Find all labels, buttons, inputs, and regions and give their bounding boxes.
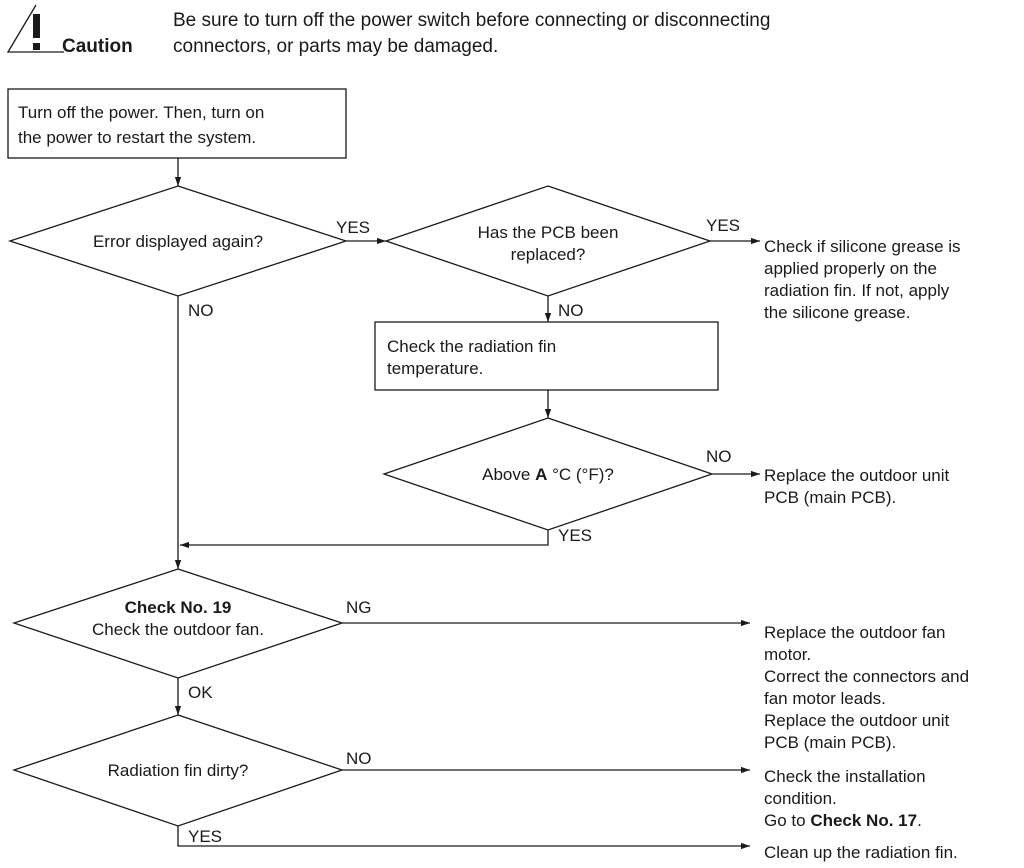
decision-above-temperature: Above A °C (°F)?	[381, 417, 715, 531]
label-yes-dirty: YES	[188, 827, 222, 846]
action-install-line1: Check the installation	[764, 767, 926, 786]
label-no-error: NO	[188, 301, 214, 320]
action-install-line2: condition.	[764, 789, 837, 808]
box-check-temperature: Check the radiation fin temperature.	[374, 321, 719, 391]
label-no-dirty: NO	[346, 749, 372, 768]
decision-pcb-replaced: Has the PCB been replaced?	[383, 185, 713, 297]
caution-text-line1: Be sure to turn off the power switch bef…	[173, 10, 770, 31]
label-yes-pcb: YES	[706, 216, 740, 235]
action-install-line3: Go to Check No. 17.	[764, 811, 922, 830]
action-fan-line5: Replace the outdoor unit	[764, 711, 950, 730]
box-temp-line2: temperature.	[387, 359, 483, 378]
action-grease-line4: the silicone grease.	[764, 303, 910, 322]
action-silicone-grease: Check if silicone grease is applied prop…	[764, 237, 961, 322]
decision-fin-dirty: Radiation fin dirty?	[11, 714, 345, 827]
warning-triangle-icon	[6, 4, 64, 53]
label-ok-fan: OK	[188, 683, 213, 702]
action-replace-pcb-line1: Replace the outdoor unit	[764, 466, 950, 485]
arrow-temp-yes	[180, 530, 549, 549]
decision-pcb-line2: replaced?	[511, 245, 586, 264]
action-grease-line2: applied properly on the	[764, 259, 937, 278]
decision-pcb-line1: Has the PCB been	[478, 223, 619, 242]
label-ng-fan: NG	[346, 598, 372, 617]
start-text-line1: Turn off the power. Then, turn on	[18, 103, 264, 122]
label-yes-temp: YES	[558, 526, 592, 545]
action-replace-pcb-line2: PCB (main PCB).	[764, 488, 896, 507]
label-no-pcb: NO	[558, 301, 584, 320]
action-fan-line6: PCB (main PCB).	[764, 733, 896, 752]
decision-error-text: Error displayed again?	[93, 232, 263, 251]
label-no-temp: NO	[706, 447, 732, 466]
decision-fan-line1: Check No. 19	[125, 598, 232, 617]
action-clean-fin: Clean up the radiation fin.	[764, 843, 958, 862]
flow-connectors	[174, 158, 760, 850]
start-box: Turn off the power. Then, turn on the po…	[7, 88, 347, 159]
decision-fan-line2: Check the outdoor fan.	[92, 620, 264, 639]
caution-label: Caution	[62, 36, 133, 57]
action-fan-line2: motor.	[764, 645, 811, 664]
action-fan-line1: Replace the outdoor fan	[764, 623, 945, 642]
action-grease-line1: Check if silicone grease is	[764, 237, 961, 256]
arrow-dirty-yes	[177, 826, 750, 850]
action-installation: Check the installation condition. Go to …	[764, 767, 926, 830]
caution-text-line2: connectors, or parts may be damaged.	[173, 36, 498, 57]
decision-check-fan: Check No. 19 Check the outdoor fan.	[11, 568, 345, 679]
label-yes-error: YES	[336, 218, 370, 237]
action-fan-motor: Replace the outdoor fan motor. Correct t…	[764, 623, 969, 752]
decision-dirty-text: Radiation fin dirty?	[108, 761, 249, 780]
start-text-line2: the power to restart the system.	[18, 128, 256, 147]
action-fan-line3: Correct the connectors and	[764, 667, 969, 686]
decision-temp-text: Above A °C (°F)?	[482, 465, 614, 484]
caution-notice: Caution Be sure to turn off the power sw…	[6, 4, 770, 57]
action-fan-line4: fan motor leads.	[764, 689, 886, 708]
box-temp-line1: Check the radiation fin	[387, 337, 556, 356]
decision-error-displayed: Error displayed again?	[7, 185, 349, 297]
action-replace-pcb: Replace the outdoor unit PCB (main PCB).	[764, 466, 950, 507]
action-grease-line3: radiation fin. If not, apply	[764, 281, 950, 300]
